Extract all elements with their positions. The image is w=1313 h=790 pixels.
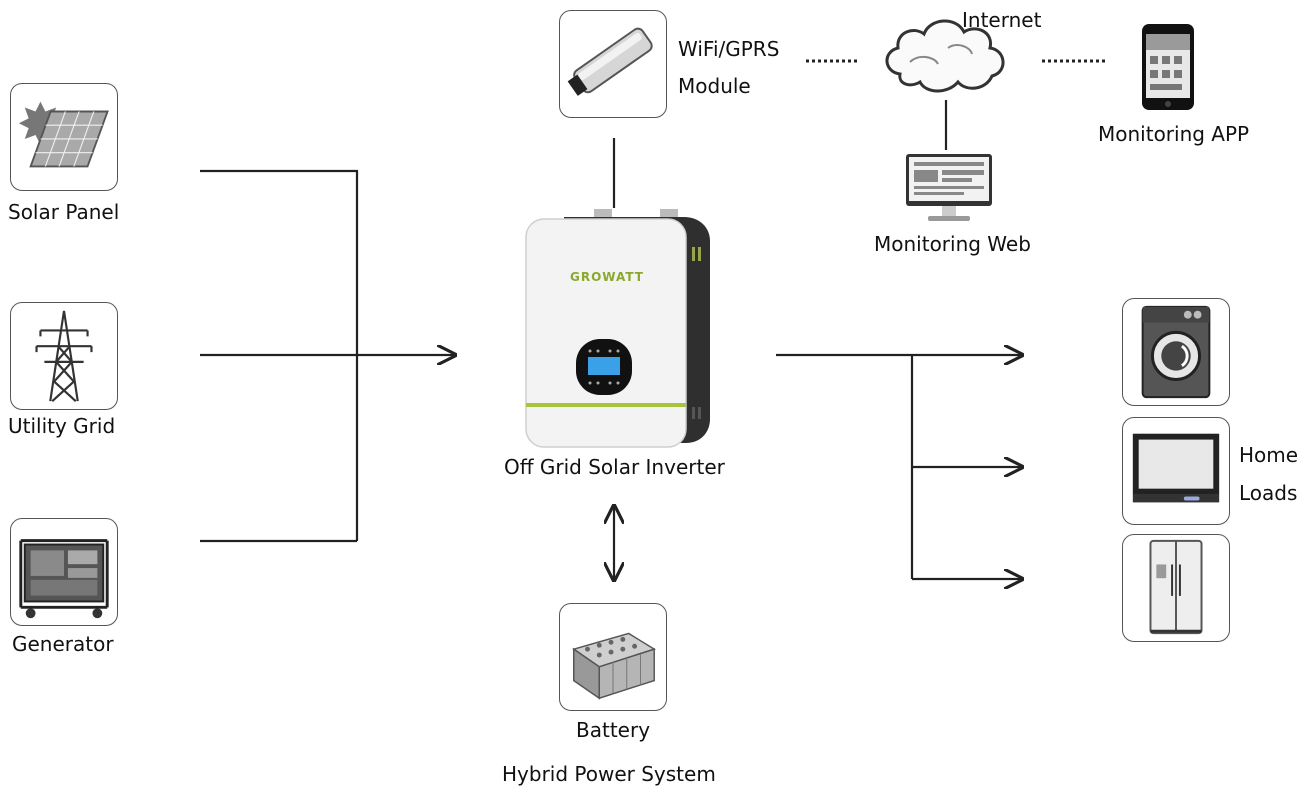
solar-panel-box [10,83,118,191]
inverter-image [525,209,710,448]
line-solar [200,169,359,541]
cloud-icon [885,19,1005,93]
monitoring-web-label: Monitoring Web [874,232,1031,256]
generator-icon [19,539,109,619]
battery-label: Battery [576,718,651,742]
solar-panel-label: Solar Panel [8,200,120,224]
monitoring-app-label: Monitoring APP [1098,122,1250,146]
wifi-module-icon [567,27,653,96]
battery-box [559,603,667,711]
generator-label: Generator [12,632,114,656]
television-box [1122,417,1230,525]
washing-machine-box [1122,298,1230,406]
wifi-module-label-line1: WiFi/GPRS [678,37,780,61]
inverter-brand: GROWATT [570,270,644,284]
solar-panel-icon [18,101,109,168]
battery-icon [572,632,656,700]
washing-machine-icon [1141,305,1211,399]
inverter-label: Off Grid Solar Inverter [504,455,725,479]
utility-grid-icon [35,310,93,402]
generator-box [10,518,118,626]
home-loads-label-line1: Home [1239,443,1299,467]
utility-grid-box [10,302,118,410]
refrigerator-icon [1149,539,1203,635]
monitor-icon [906,154,992,221]
wifi-module-label-line2: Module [678,74,751,98]
refrigerator-box [1122,534,1230,642]
television-icon [1132,433,1220,503]
diagram-caption: Hybrid Power System [502,762,716,786]
home-loads-label-line2: Loads [1239,481,1298,505]
utility-grid-label: Utility Grid [8,414,116,438]
internet-label: Internet [962,8,1042,32]
smartphone-icon [1142,24,1194,110]
wifi-module-box [559,10,667,118]
